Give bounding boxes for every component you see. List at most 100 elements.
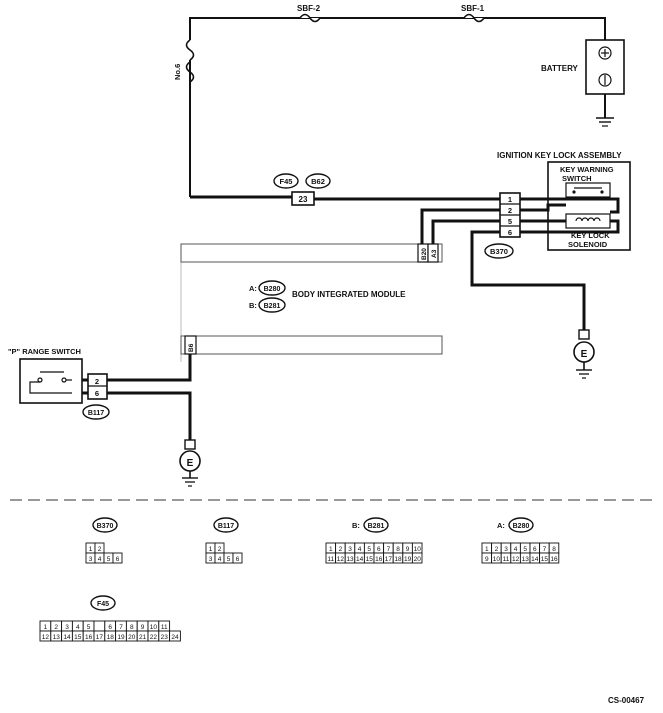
legend-pin: 4 <box>514 546 518 553</box>
connector-f45-b62: F45 B62 <box>273 173 331 189</box>
legend-pin: 3 <box>65 624 69 631</box>
b280-label: B280 <box>264 286 281 293</box>
legend-pin: 16 <box>550 556 558 563</box>
legend-pin: 16 <box>375 556 383 563</box>
legend-pin: 10 <box>150 624 158 631</box>
fuse-sbf2-label: SBF-2 <box>297 4 321 13</box>
b370-wires <box>420 208 586 330</box>
fuse-sbf1-label: SBF-1 <box>461 4 485 13</box>
legend-label: B280 <box>513 523 530 530</box>
a3-label: A3 <box>431 249 438 258</box>
connector-b370: 1 2 5 6 B370 <box>484 192 521 259</box>
legend-pin: 4 <box>358 546 362 553</box>
legend-prefix: A: <box>497 521 505 530</box>
b117-pin: 6 <box>95 389 99 398</box>
legend-pin: 1 <box>209 546 213 553</box>
legend-pin: 1 <box>89 546 93 553</box>
legend-pin: 15 <box>541 556 549 563</box>
fuse-sbf2: SBF-2 <box>297 4 321 23</box>
legend-pin: 17 <box>385 556 393 563</box>
legend-pin: 1 <box>329 546 333 553</box>
legend-pin: 18 <box>107 634 115 641</box>
legend-pin: 15 <box>366 556 374 563</box>
legend-pin: 5 <box>227 556 231 563</box>
b62-label: B62 <box>311 177 325 186</box>
legend-pin: 23 <box>161 634 169 641</box>
legend-pin: 9 <box>406 546 410 553</box>
legend-pin: 4 <box>218 556 222 563</box>
ground-label: E <box>581 349 588 360</box>
legend-pin: 9 <box>485 556 489 563</box>
legend-pin: 4 <box>98 556 102 563</box>
b370-pin: 2 <box>508 206 512 215</box>
connector-b117: 2 6 B117 <box>82 373 110 420</box>
assembly-wires <box>520 197 620 234</box>
fuse-no6-label: No.6 <box>173 64 182 80</box>
legend-pin: 3 <box>209 556 213 563</box>
legend-pin: 5 <box>367 546 371 553</box>
b6-label: B6 <box>188 343 195 352</box>
p-range-switch <box>19 358 83 404</box>
legend-pin: 13 <box>346 556 354 563</box>
legend-pin: 19 <box>117 634 125 641</box>
key-lock-solenoid-label-1: KEY LOCK <box>571 231 610 240</box>
legend-pin: 4 <box>76 624 80 631</box>
legend-pin: 5 <box>523 546 527 553</box>
legend-pin: 12 <box>42 634 50 641</box>
legend-pin: 6 <box>533 546 537 553</box>
legend-pin: 19 <box>404 556 412 563</box>
key-warning-switch-label-1: KEY WARNING <box>560 165 614 174</box>
legend-label: B117 <box>218 523 234 530</box>
legend-pin: 1 <box>44 624 48 631</box>
b117-label: B117 <box>88 410 104 417</box>
p-range-wires <box>82 354 192 440</box>
b370-pin: 1 <box>508 195 512 204</box>
b20-label: B20 <box>421 248 428 260</box>
b370-label: B370 <box>490 247 508 256</box>
legend-pin: 8 <box>396 546 400 553</box>
legend-pin: 22 <box>150 634 158 641</box>
legend-pin: 15 <box>74 634 82 641</box>
legend-pin: 10 <box>414 546 422 553</box>
legend-pin: 8 <box>552 546 556 553</box>
legend-pin: 20 <box>128 634 136 641</box>
footer-code: CS-00467 <box>608 696 645 705</box>
battery: BATTERY <box>541 39 625 127</box>
legend-pin: 16 <box>85 634 93 641</box>
legend-pin: 6 <box>236 556 240 563</box>
legend-pin: 9 <box>141 624 145 631</box>
legend-pin: 17 <box>96 634 104 641</box>
legend-pin: 14 <box>63 634 71 641</box>
legend-label: B370 <box>97 523 114 530</box>
fuse-sbf1: SBF-1 <box>461 4 485 23</box>
legend-pin: 11 <box>327 556 334 563</box>
legend-pin: 3 <box>89 556 93 563</box>
legend-pin: 2 <box>495 546 499 553</box>
legend-pin: 13 <box>53 634 61 641</box>
ground-b117: E <box>179 439 201 487</box>
legend-pin: 2 <box>218 546 222 553</box>
key-warning-switch-label-2: SWITCH <box>562 174 592 183</box>
legend-pin: 24 <box>171 634 179 641</box>
legend-pin: 11 <box>503 556 510 563</box>
legend-pin: 12 <box>512 556 520 563</box>
legend-pin: 6 <box>377 546 381 553</box>
legend-pin: 14 <box>531 556 539 563</box>
bim-conn-a-prefix: A: <box>249 284 257 293</box>
legend-pin: 2 <box>98 546 102 553</box>
battery-label: BATTERY <box>541 64 579 73</box>
b370-pin: 5 <box>508 217 512 226</box>
legend-pin: 1 <box>485 546 489 553</box>
ground-b370: E <box>573 329 595 379</box>
body-integrated-module: B20 A3 B6 A: B280 B: B281 BODY INTEGRATE… <box>180 243 443 362</box>
legend-pin: 21 <box>139 634 147 641</box>
legend-pin: 6 <box>108 624 112 631</box>
legend-label: F45 <box>97 601 109 608</box>
legend-pin: 11 <box>161 624 168 631</box>
